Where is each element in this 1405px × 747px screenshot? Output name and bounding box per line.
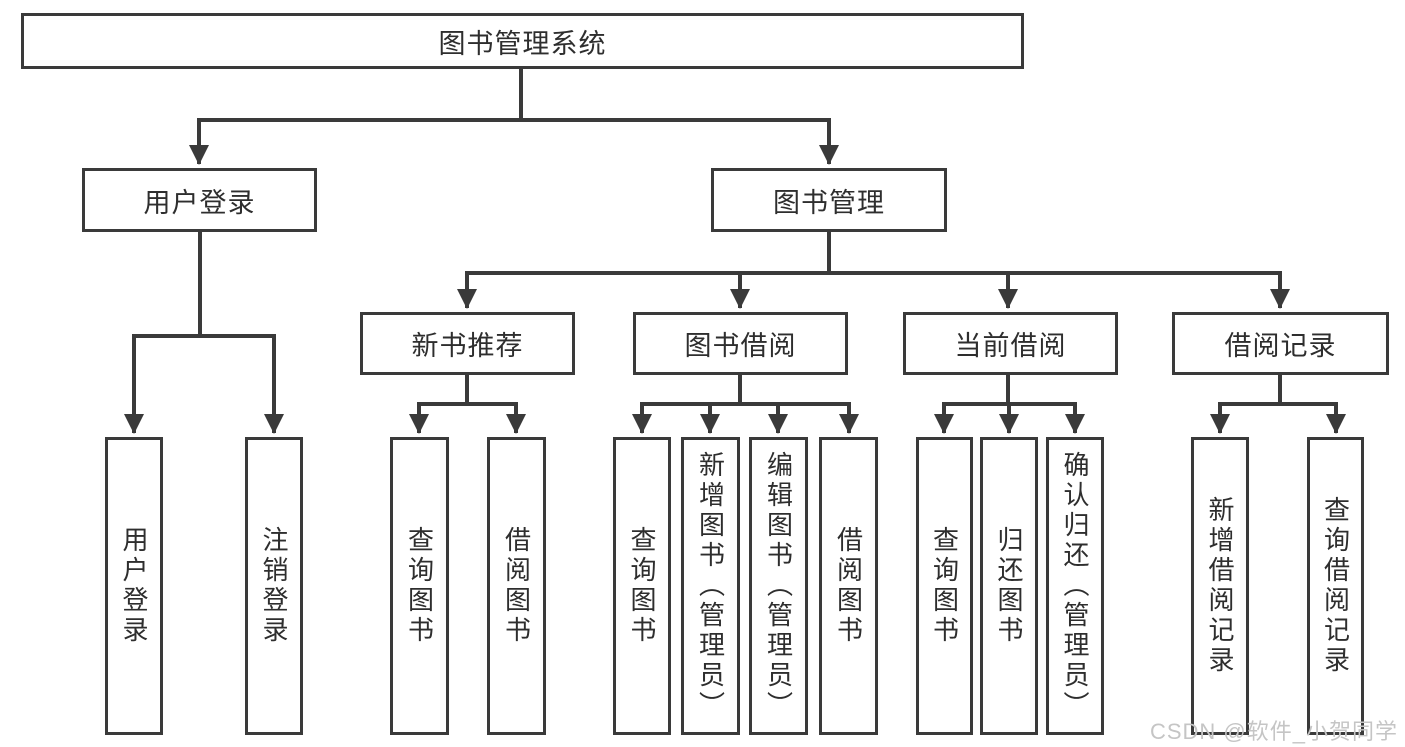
node-label: 编辑图书（管理员） [763, 451, 794, 721]
node-label: 新增借阅记录 [1205, 496, 1235, 676]
leaf-logout: 注销登录 [245, 437, 303, 735]
csdn-watermark: CSDN @软件_小贺同学 [1149, 719, 1398, 744]
connector-borrowing-records-children [1210, 373, 1346, 434]
node-label: 借阅图书 [501, 526, 532, 646]
leaf-borrow-books: 借阅图书 [819, 437, 878, 735]
node-label: 用户登录 [143, 187, 256, 218]
node-current-borrowing: 当前借阅 [903, 312, 1118, 375]
connector-current-borrowing-children [934, 373, 1085, 434]
node-label: 归还图书 [994, 526, 1024, 646]
node-label: 借阅图书 [833, 526, 864, 646]
leaf-query-books-current: 查询图书 [916, 437, 973, 735]
connector-book-management-children [457, 230, 1290, 309]
connector-new-book-recommend-children [409, 373, 526, 434]
node-book-borrowing: 图书借阅 [633, 312, 848, 375]
node-label: 图书管理 [773, 187, 885, 218]
connector-user-login-children [124, 230, 284, 434]
node-label: 查询图书 [929, 526, 960, 646]
node-label: 图书借阅 [684, 331, 797, 361]
node-borrowing-records: 借阅记录 [1172, 312, 1389, 375]
node-label: 图书管理系统 [438, 28, 607, 59]
node-label: 查询图书 [404, 526, 435, 646]
node-label: 新增图书（管理员） [695, 451, 726, 721]
leaf-add-book-admin: 新增图书（管理员） [681, 437, 740, 735]
node-user-login: 用户登录 [82, 168, 317, 232]
node-label: 借阅记录 [1224, 331, 1337, 361]
leaf-query-books-borrowing: 查询图书 [613, 437, 671, 735]
leaf-return-books: 归还图书 [980, 437, 1038, 735]
leaf-borrow-books-recommend: 借阅图书 [487, 437, 546, 735]
node-new-book-recommend: 新书推荐 [360, 312, 575, 375]
node-label: 确认归还（管理员） [1060, 451, 1090, 721]
node-label: 新书推荐 [411, 331, 524, 361]
node-label: 查询图书 [627, 526, 657, 646]
node-label: 用户登录 [119, 526, 149, 646]
node-label: 当前借阅 [954, 331, 1067, 361]
leaf-edit-book-admin: 编辑图书（管理员） [749, 437, 808, 735]
leaf-user-login: 用户登录 [105, 437, 163, 735]
connector-root-to-level2 [189, 67, 839, 165]
node-label: 注销登录 [259, 526, 289, 646]
node-label: 查询借阅记录 [1320, 496, 1351, 676]
leaf-confirm-return-admin: 确认归还（管理员） [1046, 437, 1104, 735]
node-root: 图书管理系统 [21, 13, 1024, 69]
connector-book-borrowing-children [632, 373, 859, 434]
node-book-management: 图书管理 [711, 168, 947, 232]
leaf-query-borrow-record: 查询借阅记录 [1307, 437, 1364, 735]
leaf-add-borrow-record: 新增借阅记录 [1191, 437, 1249, 735]
leaf-query-books-recommend: 查询图书 [390, 437, 449, 735]
